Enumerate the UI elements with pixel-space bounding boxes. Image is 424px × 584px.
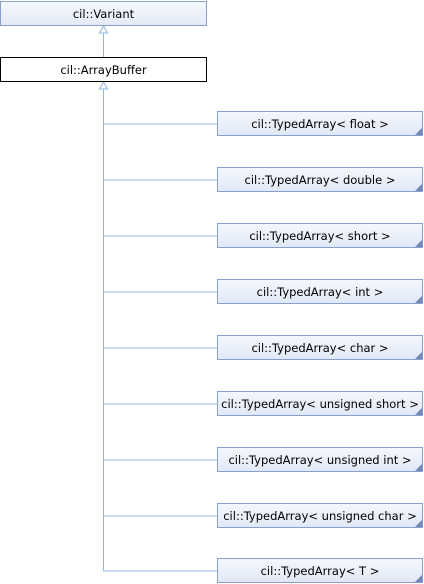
derived-class-node-unsigned-int[interactable]: cil::TypedArray< unsigned int > [217, 447, 423, 472]
derived-class-label: cil::TypedArray< unsigned char > [223, 508, 417, 523]
derived-class-node-double[interactable]: cil::TypedArray< double > [217, 167, 423, 192]
derived-class-node-template[interactable]: cil::TypedArray< T > [217, 558, 423, 583]
arrowhead-arraybuffer [98, 80, 109, 90]
current-class-node: cil::ArrayBuffer [0, 57, 207, 82]
derived-class-label: cil::TypedArray< T > [260, 563, 380, 578]
base-class-label: cil::Variant [72, 6, 135, 21]
derived-class-node-short[interactable]: cil::TypedArray< short > [217, 223, 423, 248]
derived-class-node-float[interactable]: cil::TypedArray< float > [217, 111, 423, 136]
derived-class-node-unsigned-char[interactable]: cil::TypedArray< unsigned char > [217, 503, 423, 528]
derived-class-node-char[interactable]: cil::TypedArray< char > [217, 335, 423, 360]
derived-class-label: cil::TypedArray< float > [251, 116, 389, 131]
derived-class-label: cil::TypedArray< int > [256, 284, 384, 299]
derived-class-label: cil::TypedArray< char > [251, 340, 389, 355]
base-class-node[interactable]: cil::Variant [0, 1, 207, 26]
derived-class-label: cil::TypedArray< unsigned short > [221, 396, 419, 411]
derived-class-node-unsigned-short[interactable]: cil::TypedArray< unsigned short > [217, 391, 423, 416]
current-class-label: cil::ArrayBuffer [60, 62, 147, 77]
derived-class-label: cil::TypedArray< unsigned int > [228, 452, 412, 467]
derived-class-node-int[interactable]: cil::TypedArray< int > [217, 279, 423, 304]
derived-class-label: cil::TypedArray< double > [244, 172, 396, 187]
derived-class-label: cil::TypedArray< short > [249, 228, 391, 243]
edge-group [98, 24, 217, 572]
arrowhead-variant [98, 24, 109, 34]
